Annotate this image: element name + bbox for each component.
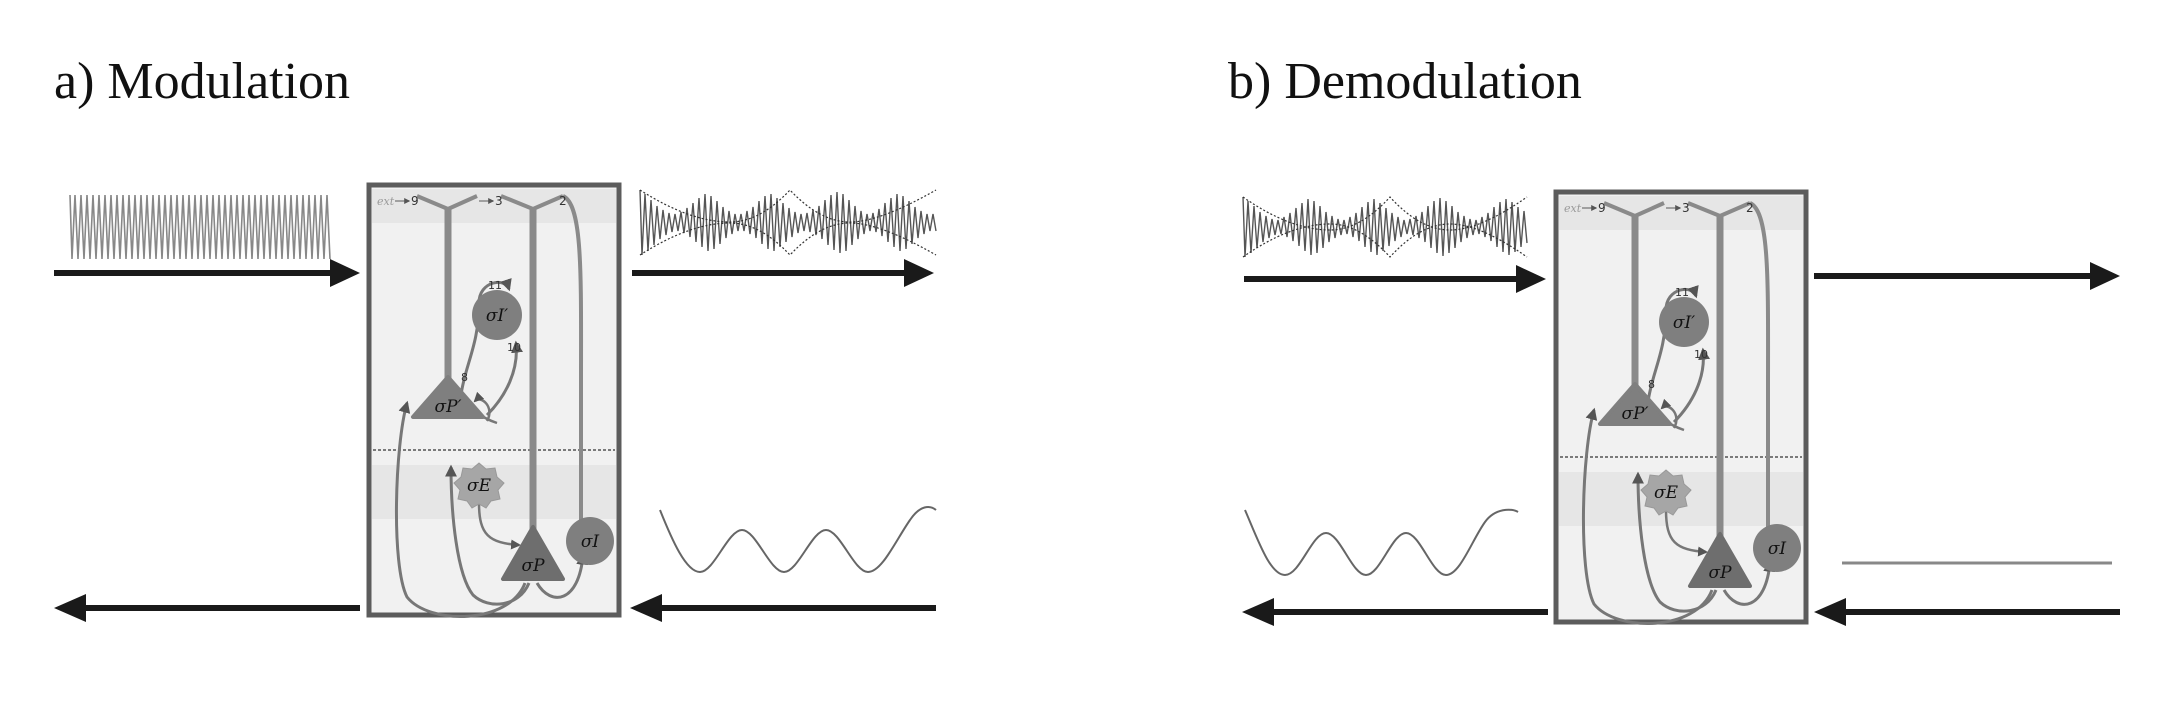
- synapse-label: 3: [1682, 201, 1690, 215]
- neuron-p-prime: σP′: [1622, 404, 1649, 424]
- synapse-label: 10: [507, 341, 521, 354]
- right-arrow-icon: [1244, 265, 1546, 293]
- neuron-i: σI: [1768, 539, 1787, 559]
- neuron-p: σP: [521, 556, 545, 576]
- panel-a-title: a) Modulation: [54, 53, 351, 110]
- left-arrow-icon: [54, 594, 360, 622]
- right-arrow-icon: [632, 259, 934, 287]
- synapse-label: 3: [495, 194, 503, 208]
- ext-label: ext: [377, 195, 395, 208]
- sine-wave-icon: [1244, 508, 1519, 577]
- am-wave-icon: [1242, 196, 1528, 258]
- synapse-label: 11: [488, 279, 502, 292]
- synapse-label: 9: [411, 194, 419, 208]
- circuit-box: ext 9 3 2 11 10 8 σP′ σI′ σE σP σI: [1556, 192, 1806, 624]
- circuit-box: ext 9 3 2 11 10 8 σP′ σI′ σE σP σI: [369, 185, 619, 617]
- left-arrow-icon: [630, 594, 936, 622]
- neuron-e: σE: [1654, 483, 1679, 503]
- neuron-p: σP: [1708, 563, 1732, 583]
- synapse-label: 8: [1648, 378, 1655, 391]
- right-arrow-icon: [1814, 262, 2120, 290]
- synapse-label: 8: [461, 371, 468, 384]
- panel-b-title: b) Demodulation: [1228, 53, 1582, 110]
- synapse-label: 11: [1675, 286, 1689, 299]
- left-arrow-icon: [1242, 598, 1548, 626]
- neuron-p-prime: σP′: [435, 397, 462, 417]
- right-arrow-icon: [54, 259, 360, 287]
- carrier-wave-icon: [69, 194, 331, 260]
- ext-label: ext: [1564, 202, 1582, 215]
- am-wave-icon: [639, 189, 937, 256]
- left-arrow-icon: [1814, 598, 2120, 626]
- neuron-i-prime: σI′: [486, 306, 508, 326]
- synapse-label: 2: [559, 194, 567, 208]
- sine-wave-icon: [659, 506, 937, 574]
- synapse-label: 10: [1694, 348, 1708, 361]
- synapse-label: 2: [1746, 201, 1754, 215]
- synapse-label: 9: [1598, 201, 1606, 215]
- neuron-e: σE: [467, 476, 492, 496]
- neuron-i-prime: σI′: [1673, 313, 1695, 333]
- neuron-i: σI: [581, 532, 600, 552]
